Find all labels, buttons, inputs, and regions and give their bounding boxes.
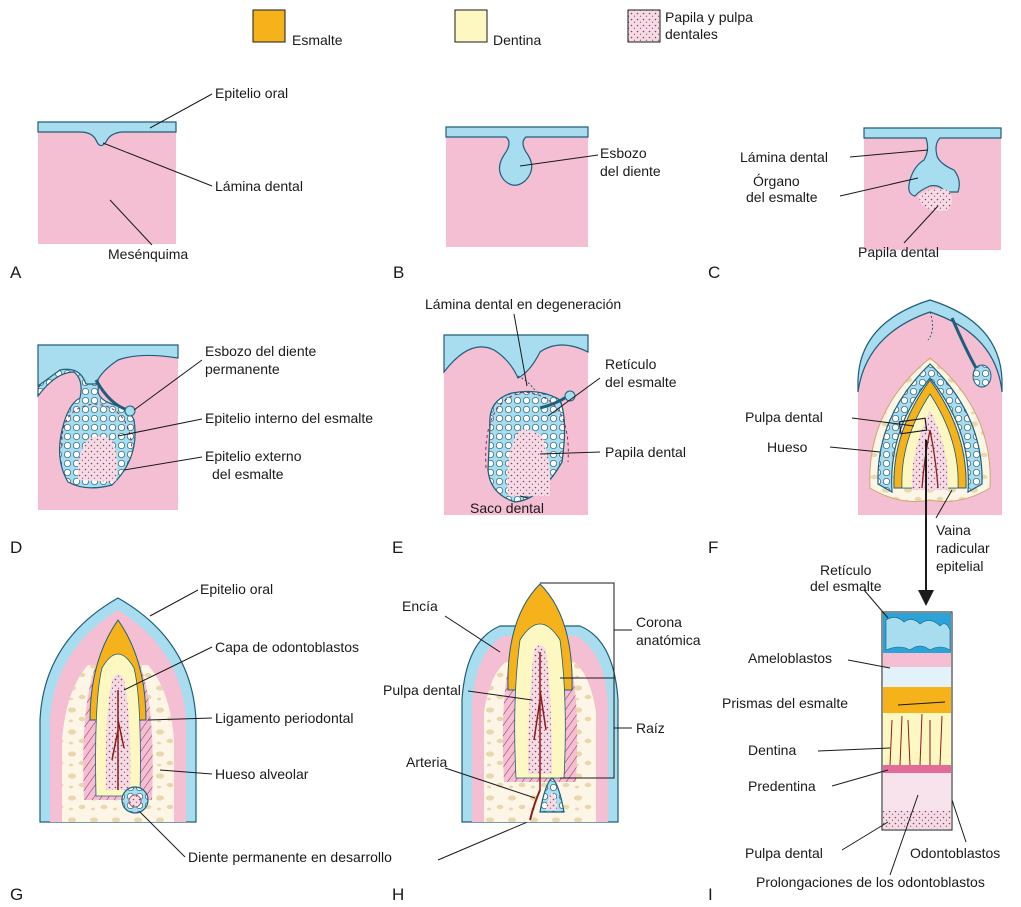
- label-pulp: Pulpa dental: [745, 409, 823, 425]
- label-gum: Encía: [402, 598, 438, 614]
- panel-letter-i: I: [708, 885, 713, 902]
- label-dental-lamina: Lámina dental: [215, 178, 303, 194]
- label-root: Raíz: [636, 720, 665, 736]
- label-oral-epithelium: Epitelio oral: [200, 581, 273, 597]
- label-sac: Saco dental: [470, 500, 544, 516]
- legend-enamel-swatch: [253, 10, 285, 42]
- label-pulp: Pulpa dental: [383, 682, 461, 698]
- label-bone: Hueso: [767, 439, 808, 455]
- label-ameloblasts: Ameloblastos: [748, 650, 832, 666]
- legend-enamel-label: Esmalte: [292, 32, 343, 48]
- label-mesenchyme: Mesénquima: [108, 246, 188, 262]
- label-reticulum-1: Retículo: [605, 356, 657, 372]
- panel-a: Epitelio oral Lámina dental Mesénquima A: [10, 85, 303, 282]
- panel-letter-h: H: [392, 885, 404, 902]
- panel-letter-a: A: [10, 263, 22, 282]
- odontoblast-layer: [883, 773, 951, 811]
- label-bud-2: del diente: [600, 163, 661, 179]
- panel-b: Esbozo del diente B: [393, 127, 661, 282]
- label-sheath-3: epitelial: [936, 558, 983, 574]
- label-inner-epithelium: Epitelio interno del esmalte: [205, 410, 373, 426]
- label-processes: Prolongaciones de los odontoblastos: [756, 874, 985, 890]
- panel-letter-b: B: [393, 263, 404, 282]
- label-perm-2: permanente: [205, 361, 280, 377]
- panel-letter-g: G: [10, 885, 23, 902]
- label-dentin: Dentina: [748, 742, 796, 758]
- panel-h: Encía Pulpa dental Arteria Corona anatóm…: [383, 583, 701, 902]
- pulp-layer: [883, 811, 951, 829]
- panel-letter-e: E: [392, 538, 403, 557]
- legend-pulp-label-1: Papila y pulpa: [665, 9, 753, 25]
- permanent-tooth-bud: [973, 365, 991, 387]
- panel-letter-d: D: [10, 538, 22, 557]
- legend-dentin-swatch: [455, 10, 487, 42]
- panel-c: Lámina dental Órgano del esmalte Papila …: [708, 128, 1001, 282]
- label-pulp: Pulpa dental: [745, 845, 823, 861]
- label-outer-2: del esmalte: [212, 466, 284, 482]
- enamel-prisms-layer: [883, 687, 951, 713]
- ameloblast-layer: [883, 667, 951, 687]
- label-bud-1: Esbozo: [600, 145, 647, 161]
- label-papilla: Papila dental: [858, 244, 939, 260]
- label-ligament: Ligamento periodontal: [215, 710, 354, 726]
- predentin-layer: [883, 765, 951, 773]
- label-predentin: Predentina: [748, 778, 816, 794]
- label-odontoblast-layer: Capa de odontoblastos: [215, 639, 359, 655]
- label-crown-1: Corona: [636, 614, 682, 630]
- legend-pulp-label-2: dentales: [665, 26, 718, 42]
- ameloblast-nuclei-layer: [883, 653, 951, 667]
- legend-pulp-swatch: [628, 10, 660, 42]
- label-crown-2: anatómica: [636, 632, 701, 648]
- label-outer-1: Epitelio externo: [205, 448, 302, 464]
- label-organ-2: del esmalte: [746, 189, 818, 205]
- legend-dentin-label: Dentina: [493, 32, 541, 48]
- panel-f: Pulpa dental Hueso Vaina radicular epite…: [708, 300, 1002, 598]
- label-papilla: Papila dental: [605, 444, 686, 460]
- label-alveolar-bone: Hueso alveolar: [215, 766, 309, 782]
- permanent-tooth-bud: [125, 406, 135, 416]
- label-reticulum-2: del esmalte: [810, 578, 882, 594]
- panel-i: Retículo del esmalte Ameloblastos Prisma…: [708, 562, 1000, 902]
- label-odontoblasts: Odontoblastos: [910, 845, 1000, 861]
- label-prisms: Prismas del esmalte: [722, 695, 848, 711]
- panel-e: Lámina dental en degeneración Retículo d…: [392, 296, 686, 557]
- label-sheath-2: radicular: [936, 540, 990, 556]
- panel-d: Esbozo del diente permanente Epitelio in…: [10, 343, 373, 557]
- legend: Esmalte Dentina Papila y pulpa dentales: [253, 9, 753, 48]
- permanent-tooth-papilla: [129, 795, 141, 807]
- label-organ-1: Órgano: [753, 173, 800, 189]
- panel-letter-c: C: [708, 263, 720, 282]
- label-artery: Arteria: [406, 754, 447, 770]
- panel-letter-f: F: [708, 538, 718, 557]
- label-perm-1: Esbozo del diente: [205, 343, 317, 359]
- label-oral-epithelium: Epitelio oral: [215, 85, 288, 101]
- label-reticulum-1: Retículo: [820, 562, 872, 578]
- label-reticulum-2: del esmalte: [605, 374, 677, 390]
- label-dental-lamina: Lámina dental: [740, 149, 828, 165]
- label-sheath-1: Vaina: [936, 522, 971, 538]
- label-degeneration: Lámina dental en degeneración: [425, 296, 621, 312]
- label-permanent-tooth: Diente permanente en desarrollo: [188, 849, 392, 865]
